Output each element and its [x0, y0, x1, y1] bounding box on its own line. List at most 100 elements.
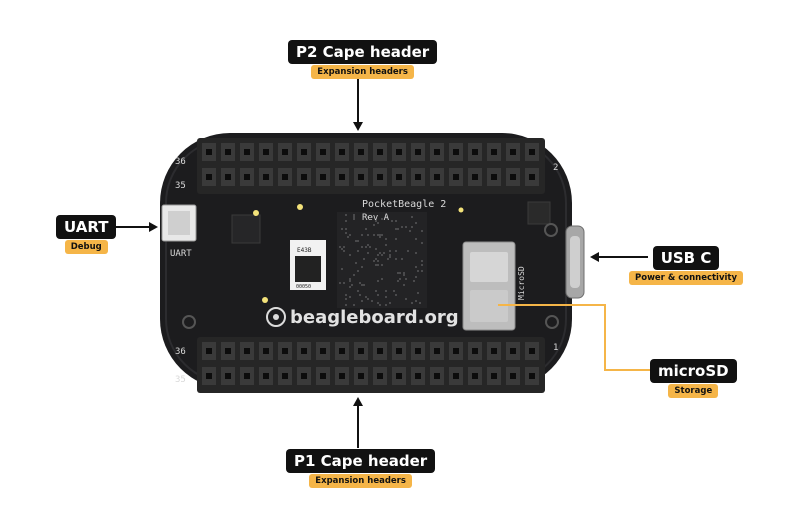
header-pin-hole: [225, 149, 231, 155]
p1-arrowhead: [353, 397, 363, 406]
usbc-arrowhead: [590, 252, 599, 262]
header-pin-hole: [358, 348, 364, 354]
soc-dot: [399, 278, 401, 280]
soc-dot: [345, 220, 347, 222]
header-pin-hole: [301, 348, 307, 354]
soc-dot: [361, 234, 363, 236]
header-pin-hole: [339, 174, 345, 180]
soc-dot: [339, 282, 341, 284]
header-pin-hole: [529, 373, 535, 379]
soc-dot: [343, 282, 345, 284]
header-pin-hole: [263, 174, 269, 180]
header-pin-hole: [377, 348, 383, 354]
soc-dot: [367, 298, 369, 300]
header-pin-hole: [320, 149, 326, 155]
header-pin-hole: [510, 373, 516, 379]
header-pin-hole: [301, 149, 307, 155]
microsd-title: microSD: [650, 359, 737, 383]
header-pin-hole: [510, 174, 516, 180]
header-pin-hole: [339, 149, 345, 155]
p2-title: P2 Cape header: [288, 40, 438, 64]
soc-dot: [341, 248, 343, 250]
header-pin-hole: [415, 373, 421, 379]
header-pin-hole: [244, 373, 250, 379]
board-rev-silk: Rev A: [362, 213, 390, 223]
header-pin-hole: [377, 149, 383, 155]
soc-dot: [345, 294, 347, 296]
header-pin-hole: [415, 174, 421, 180]
p2-callout: P2 Cape header Expansion headers: [288, 40, 438, 79]
soc-dot: [385, 296, 387, 298]
soc-dot: [385, 244, 387, 246]
uart-title: UART: [56, 215, 117, 239]
header-pin-hole: [472, 174, 478, 180]
soc-dot: [377, 254, 379, 256]
soc-dot: [349, 280, 351, 282]
soc-dot: [377, 222, 379, 224]
soc-dot: [381, 218, 383, 220]
soc-dot: [349, 286, 351, 288]
soc-dot: [345, 304, 347, 306]
brand-silk: beagleboard.org: [290, 307, 459, 328]
chip-right: [527, 201, 551, 225]
p1-header-pins: [202, 342, 539, 385]
header-pin-hole: [415, 348, 421, 354]
soc-dot: [403, 284, 405, 286]
soc-dot: [361, 284, 363, 286]
soc-dot: [377, 264, 379, 266]
header-pin-hole: [491, 149, 497, 155]
soc-dot: [403, 274, 405, 276]
soc-dot: [375, 290, 377, 292]
soc-dot: [389, 254, 391, 256]
soc-pattern: [339, 214, 423, 306]
led-1: [253, 210, 259, 216]
soc-dot: [371, 216, 373, 218]
soc-dot: [405, 278, 407, 280]
soc-dot: [343, 250, 345, 252]
soc-dot: [421, 264, 423, 266]
soc-dot: [363, 258, 365, 260]
pin-35-bottom: 35: [175, 375, 186, 385]
header-pin-hole: [358, 149, 364, 155]
soc-dot: [345, 228, 347, 230]
soc-dot: [377, 294, 379, 296]
soc-dot: [357, 240, 359, 242]
header-pin-hole: [396, 348, 402, 354]
uart-arrowhead: [149, 222, 158, 232]
soc-dot: [377, 234, 379, 236]
header-pin-hole: [358, 174, 364, 180]
header-pin-hole: [529, 174, 535, 180]
soc-dot: [345, 214, 347, 216]
soc-dot: [395, 238, 397, 240]
soc-dot: [349, 278, 351, 280]
p2-header-pins: [202, 143, 539, 186]
soc-dot: [395, 258, 397, 260]
microsd-silk-label: MicroSD: [517, 266, 526, 300]
header-pin-hole: [434, 348, 440, 354]
mount-hole-3: [545, 315, 559, 329]
soc-dot: [353, 274, 355, 276]
header-pin-hole: [529, 348, 535, 354]
soc-dot: [393, 290, 395, 292]
led-2: [297, 204, 303, 210]
header-pin-hole: [491, 373, 497, 379]
pin-36-bottom: 36: [175, 347, 186, 357]
header-pin-hole: [453, 348, 459, 354]
soc-dot: [369, 246, 371, 248]
pin-36-top: 36: [175, 157, 186, 167]
led-3: [262, 297, 268, 303]
soc-dot: [397, 280, 399, 282]
soc-dot: [399, 272, 401, 274]
soc-dot: [357, 250, 359, 252]
soc-dot: [341, 268, 343, 270]
soc-dot: [349, 254, 351, 256]
soc-dot: [421, 242, 423, 244]
header-pin-hole: [453, 373, 459, 379]
pin-1-label: 1: [553, 343, 558, 353]
soc-dot: [361, 300, 363, 302]
microsd-callout: microSD Storage: [650, 359, 737, 398]
header-pin-hole: [510, 149, 516, 155]
soc-dot: [351, 284, 353, 286]
soc-dot: [361, 246, 363, 248]
